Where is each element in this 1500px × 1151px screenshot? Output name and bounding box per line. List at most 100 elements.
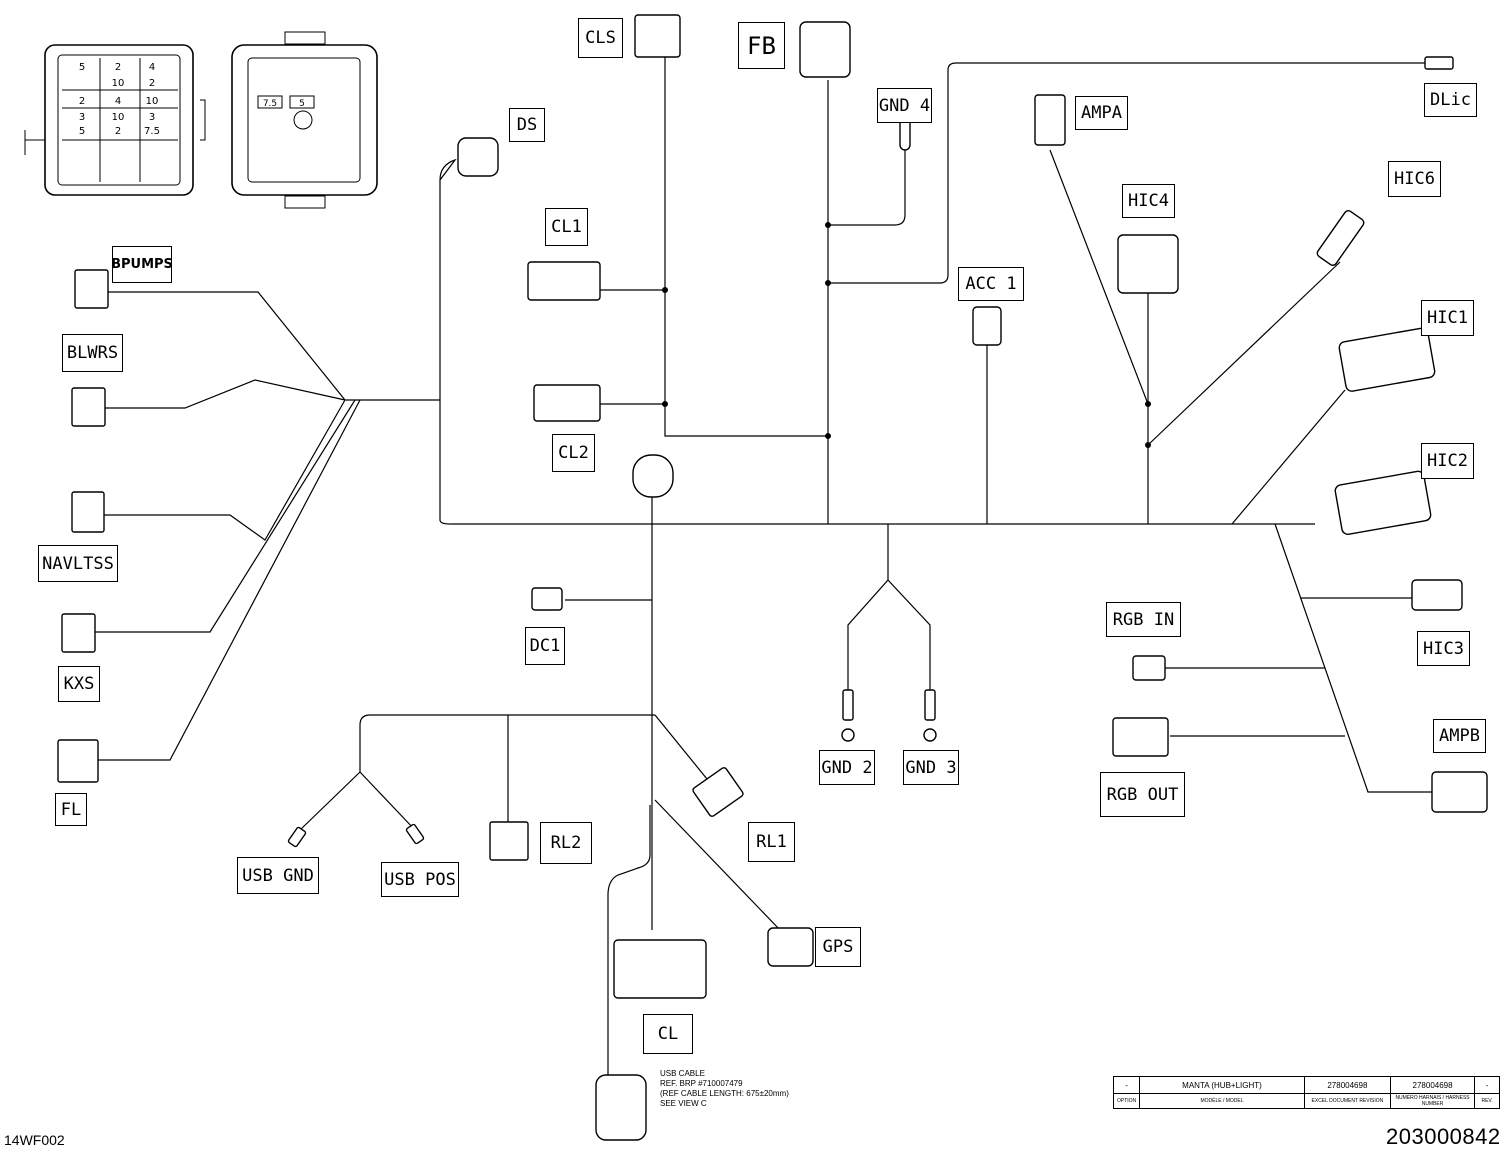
fuse-box-rear-cells: 7.5 5 <box>263 99 305 109</box>
fuse-cell: 4 <box>115 96 121 107</box>
label-ds: DS <box>509 108 545 142</box>
fuse-cell: 2 <box>79 96 85 107</box>
rgb-in-connector-icon <box>1132 655 1166 681</box>
usb-port-icon <box>632 454 674 498</box>
fuse-box-front-cells: 5 2 4 2 10 2 4 10 3 10 3 5 2 7.5 <box>79 62 160 137</box>
connector-icons <box>57 14 1488 1141</box>
label-fl: FL <box>55 793 87 826</box>
label-ampa: AMPA <box>1075 96 1128 130</box>
navltss-connector-icon <box>71 491 105 533</box>
label-rgb-out: RGB OUT <box>1100 772 1185 817</box>
title-cell: MODÈLE / MODEL <box>1139 1093 1305 1109</box>
label-gnd2: GND 2 <box>819 750 875 785</box>
acc1-connector-icon <box>972 306 1002 346</box>
label-usb-gnd: USB GND <box>237 857 319 894</box>
title-cell: - <box>1112 1076 1141 1094</box>
title-cell: OPTION <box>1112 1093 1141 1109</box>
fuse-cell: 3 <box>79 112 85 123</box>
usb-pos-terminal-icon <box>405 823 425 845</box>
gps-connector-icon <box>767 927 814 967</box>
usb-cable-note: USB CABLE REF. BRP #710007479 (REF CABLE… <box>660 1069 789 1108</box>
ampa-connector-icon <box>1034 94 1066 146</box>
label-gnd4: GND 4 <box>877 88 932 123</box>
fuse-cell: 7.5 <box>263 99 277 109</box>
label-ampb: AMPB <box>1433 719 1486 753</box>
hic4-connector-icon <box>1117 234 1179 294</box>
label-navltss: NAVLTSS <box>38 545 118 582</box>
label-dc1: DC1 <box>525 627 565 665</box>
fuse-box-rear <box>231 31 378 209</box>
label-cl1: CL1 <box>545 208 588 246</box>
fuse-cell: 5 <box>79 62 85 73</box>
title-cell: 278004698 <box>1389 1076 1476 1094</box>
label-rl1: RL1 <box>748 822 795 862</box>
title-cell: REV. <box>1474 1093 1500 1109</box>
blwrs-connector-icon <box>71 387 106 427</box>
kxs-connector-icon <box>61 613 96 653</box>
label-dlic: DLic <box>1424 83 1477 117</box>
fuse-cell: 2 <box>115 126 121 137</box>
label-cl2: CL2 <box>552 434 595 472</box>
label-acc1: ACC 1 <box>958 267 1024 301</box>
fuse-cell: 3 <box>149 112 155 123</box>
fuse-box-front <box>24 44 206 196</box>
label-hic4: HIC4 <box>1122 184 1175 218</box>
fuse-cell: 2 <box>115 62 121 73</box>
cls-connector-icon <box>634 14 681 58</box>
label-hic2: HIC2 <box>1421 443 1474 479</box>
usb-gnd-terminal-icon <box>287 826 307 848</box>
ds-connector-icon <box>457 137 499 177</box>
fuse-cell: 4 <box>149 62 155 73</box>
label-hic3: HIC3 <box>1417 631 1470 666</box>
gnd3-terminal-icon <box>923 728 937 742</box>
drawing-code: 14WF002 <box>4 1132 65 1148</box>
label-kxs: KXS <box>58 666 100 702</box>
title-block: - MANTA (HUB+LIGHT) 278004698 278004698 … <box>1112 1076 1500 1109</box>
fuse-cell: 10 <box>112 78 125 89</box>
label-hic1: HIC1 <box>1421 300 1474 336</box>
fb-connector-icon <box>799 21 851 78</box>
title-cell: - <box>1474 1076 1500 1094</box>
title-cell: 278004698 <box>1303 1076 1391 1094</box>
label-rgb-in: RGB IN <box>1106 602 1181 637</box>
gnd2-ring-icon <box>842 689 854 721</box>
label-rl2: RL2 <box>540 822 592 864</box>
cl-connector-icon <box>613 939 707 999</box>
hic1-connector-icon <box>1338 327 1436 392</box>
title-block-row: OPTION MODÈLE / MODEL EXCEL DOCUMENT REV… <box>1112 1093 1500 1109</box>
rl2-connector-icon <box>489 821 529 861</box>
label-cl: CL <box>643 1014 693 1054</box>
hic3-connector-icon <box>1411 579 1463 611</box>
fuse-cell: 5 <box>79 126 85 137</box>
label-hic6: HIC6 <box>1388 161 1441 197</box>
fl-connector-icon <box>57 739 99 783</box>
hic6-connector-icon <box>1316 210 1365 266</box>
title-cell: MANTA (HUB+LIGHT) <box>1139 1076 1305 1094</box>
part-number: 203000842 <box>1386 1124 1500 1149</box>
ampb-connector-icon <box>1431 771 1488 813</box>
gnd2-terminal-icon <box>841 728 855 742</box>
fuse-cell: 2 <box>149 78 155 89</box>
splice-points <box>662 222 1151 448</box>
label-gps: GPS <box>815 927 861 967</box>
label-bpumps: BPUMPS <box>111 246 173 283</box>
bpumps-connector-icon <box>74 269 109 309</box>
rgb-out-connector-icon <box>1112 717 1169 757</box>
rl1-connector-icon <box>692 767 744 817</box>
cl1-connector-icon <box>527 261 601 301</box>
fuse-cell: 7.5 <box>144 126 160 137</box>
label-fb: FB <box>738 22 785 69</box>
title-cell: NUMÉRO HARNAIS / HARNESS NUMBER <box>1389 1093 1476 1109</box>
usb-plug-icon <box>595 1074 647 1141</box>
gnd3-ring-icon <box>924 689 936 721</box>
title-cell: EXCEL DOCUMENT REVISION <box>1303 1093 1391 1109</box>
dc1-connector-icon <box>531 587 563 611</box>
fuse-cell: 10 <box>146 96 159 107</box>
label-usb-pos: USB POS <box>381 862 459 897</box>
dlic-connector-icon <box>1424 56 1454 70</box>
label-blwrs: BLWRS <box>62 334 123 372</box>
cl2-connector-icon <box>533 384 601 422</box>
hic2-connector-icon <box>1334 470 1432 536</box>
label-gnd3: GND 3 <box>903 750 959 785</box>
